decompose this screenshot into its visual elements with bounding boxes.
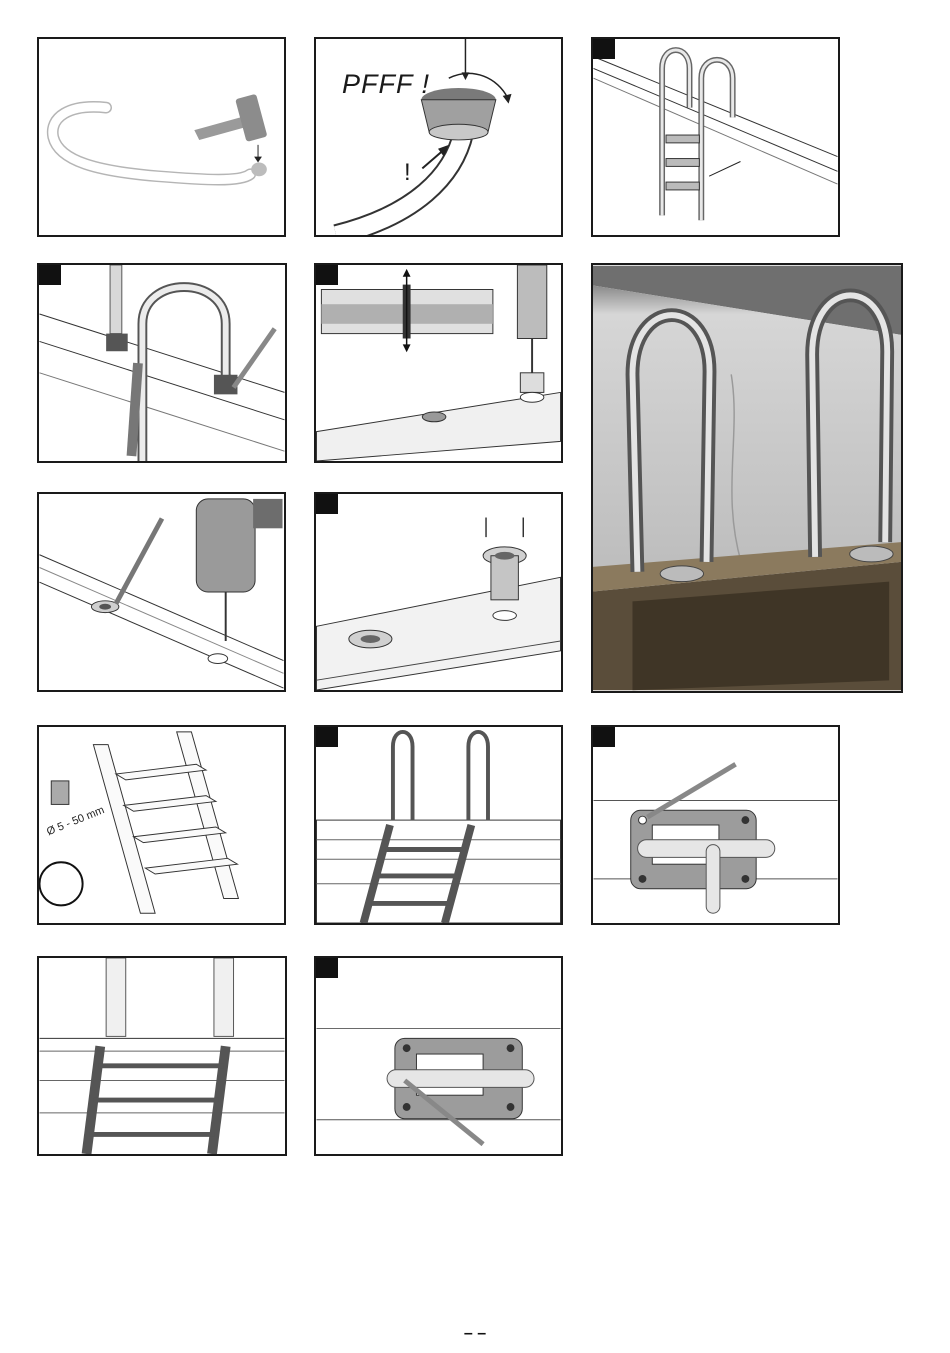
panel-flange-fit: PFFF ! !	[314, 37, 563, 237]
bracket-fixing-illustration	[316, 958, 561, 1154]
flange-marking-illustration	[39, 265, 285, 461]
panel-anchor-insert	[314, 492, 563, 692]
panel-pool-photo	[591, 263, 903, 693]
panel-bracket-marking	[591, 725, 840, 925]
pool-ladder-photo	[593, 265, 901, 691]
step-badge	[39, 265, 61, 285]
step-badge	[316, 265, 338, 285]
panel-step-assembly: Ø 5 - 50 mm	[37, 725, 286, 925]
step-badge	[593, 39, 615, 59]
ladder-overview-illustration	[593, 39, 838, 235]
ladder-in-pool-illustration	[316, 727, 561, 923]
ladder-front-illustration	[39, 958, 285, 1154]
step-badge	[316, 727, 338, 747]
anchor-insert-illustration	[316, 494, 561, 690]
step-badge	[593, 727, 615, 747]
panel-ladder-in-pool	[314, 725, 563, 925]
panel-hammer-tube	[37, 37, 286, 237]
hammer-tube-illustration	[39, 39, 284, 235]
sound-effect-text: PFFF !	[342, 69, 430, 100]
panel-ladder-front	[37, 956, 287, 1156]
panel-bracket-fixing	[314, 956, 563, 1156]
panel-flange-marking	[37, 263, 287, 463]
panel-drill-depth	[314, 263, 563, 463]
panel-drill-holes	[37, 492, 286, 692]
panel-ladder-overview	[591, 37, 840, 237]
page-number: – –	[0, 1325, 950, 1343]
step-badge	[316, 494, 338, 514]
drill-depth-illustration	[316, 265, 561, 461]
drill-holes-illustration	[39, 494, 284, 690]
warning-mark: !	[404, 159, 411, 187]
step-badge	[316, 958, 338, 978]
bracket-marking-illustration	[593, 727, 838, 923]
